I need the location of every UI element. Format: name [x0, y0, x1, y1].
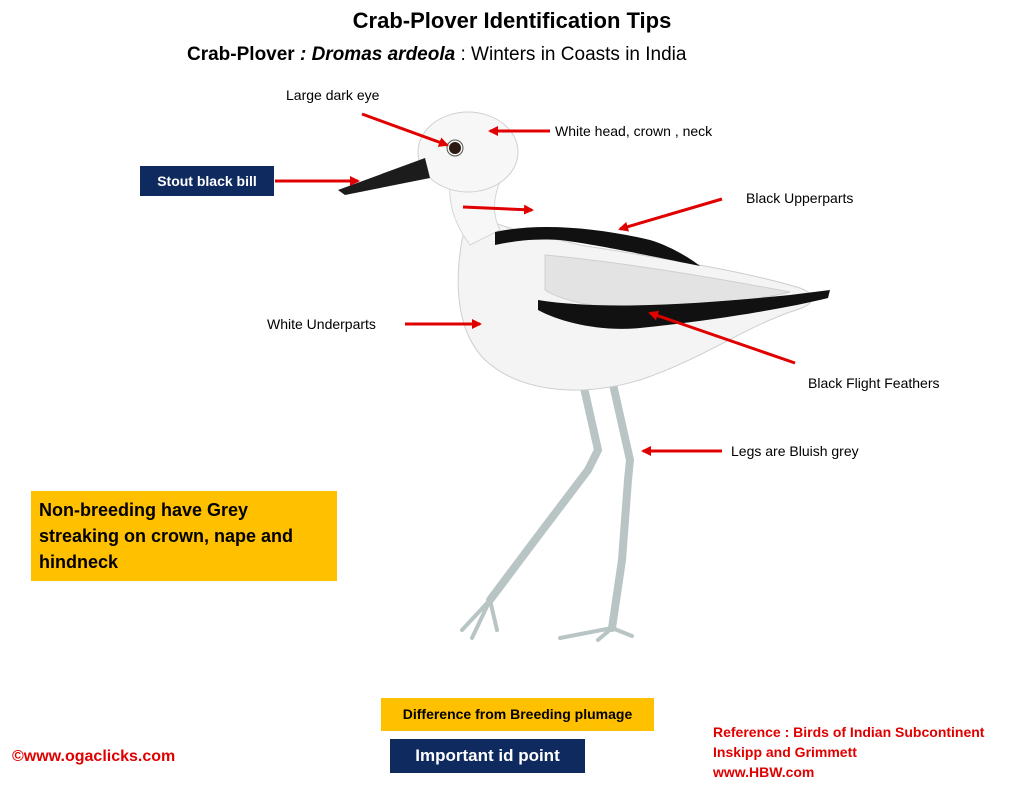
label-bill-important: Stout black bill: [140, 166, 274, 196]
label-legs: Legs are Bluish grey: [731, 443, 859, 459]
subtitle-scientific-name: : Dromas ardeola: [294, 44, 456, 65]
page-title: Crab-Plover Identification Tips: [352, 8, 672, 33]
bird-eye: [449, 142, 461, 154]
nonbreeding-note: Non-breeding have Grey streaking on crow…: [31, 491, 337, 581]
subtitle-common-name: Crab-Plover: [187, 44, 295, 65]
arrow-neck: [462, 204, 534, 215]
label-eye: Large dark eye: [286, 87, 380, 103]
arrow-eye: [361, 112, 449, 147]
subtitle: Crab-Plover : Dromas ardeola : Winters i…: [187, 44, 686, 66]
reference-line-3: www.HBW.com: [713, 764, 815, 780]
legs: [460, 366, 635, 642]
subtitle-note: : Winters in Coasts in India: [455, 44, 687, 65]
label-head: White head, crown , neck: [555, 123, 713, 139]
label-flight-feathers: Black Flight Feathers: [808, 375, 940, 391]
legend-breeding: Difference from Breeding plumage: [381, 698, 654, 731]
credit: ©www.ogaclicks.com: [12, 748, 176, 765]
black-upperparts: [495, 226, 700, 266]
arrow-flight: [648, 310, 796, 365]
arrow-upperparts: [618, 197, 723, 232]
label-underparts: White Underparts: [267, 316, 376, 332]
label-upperparts: Black Upperparts: [746, 190, 854, 206]
bird-head: [417, 111, 519, 193]
reference-line-2: Inskipp and Grimmett: [713, 744, 857, 760]
annotation-arrows: [275, 112, 796, 456]
legend-important: Important id point: [390, 739, 585, 773]
reference-line-1: Reference : Birds of Indian Subcontinent: [713, 724, 985, 740]
black-flight-feathers: [538, 290, 830, 329]
bird-bill: [338, 158, 430, 195]
reference: Reference : Birds of Indian Subcontinent…: [713, 722, 984, 782]
